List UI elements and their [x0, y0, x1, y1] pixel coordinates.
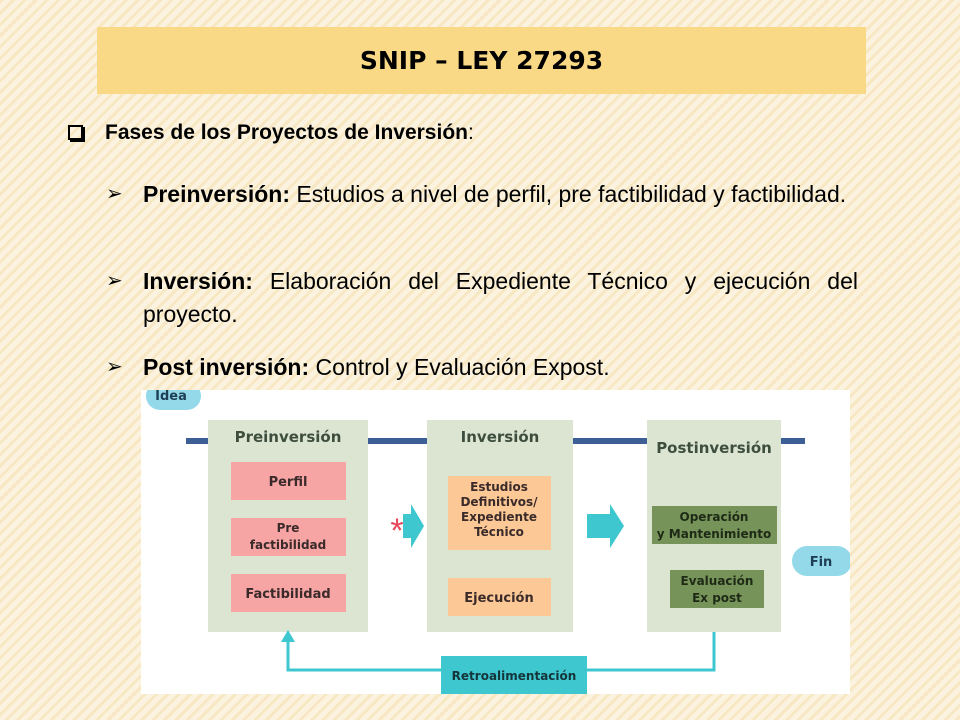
arrow-bullet-icon: ➢: [106, 270, 123, 292]
feedback-line-left: [286, 640, 441, 672]
step-estudios-line4: Técnico: [474, 525, 524, 539]
phase-title-preinversion: Preinversión: [235, 428, 342, 446]
step-factibilidad: [231, 574, 346, 612]
page-title: SNIP – LEY 27293: [359, 46, 604, 75]
step-operacion-line2: y Mantenimiento: [657, 527, 771, 541]
bullet-description: Control y Evaluación Expost.: [309, 354, 610, 380]
step-prefactibilidad-line2: factibilidad: [250, 538, 327, 552]
fin-bubble: [792, 546, 850, 576]
bullet-post-inversion: ➢ Post inversión: Control y Evaluación E…: [106, 351, 858, 384]
bullet-description: Estudios a nivel de perfil, pre factibil…: [290, 181, 847, 207]
phase-title-postinversion: Postinversión: [656, 439, 772, 457]
step-operacion: [652, 506, 777, 544]
project-cycle-diagram: Idea Preinversión Perfil Pre factibilida…: [141, 390, 850, 694]
step-estudios-line1: Estudios: [470, 480, 528, 494]
step-factibilidad-label: Factibilidad: [245, 587, 330, 602]
bullet-text: Inversión: Elaboración del Expediente Té…: [143, 265, 858, 331]
fin-label: Fin: [810, 555, 833, 570]
title-bar: SNIP – LEY 27293: [97, 27, 866, 94]
step-estudios-line2: Definitivos/: [460, 495, 538, 509]
arrow-bullet-icon: ➢: [106, 356, 123, 378]
arrow-bullet-icon: ➢: [106, 183, 123, 205]
feedback-box: [441, 656, 587, 694]
step-evaluacion-line2: Ex post: [692, 591, 742, 605]
arrow-up-icon: [281, 630, 295, 642]
idea-label: Idea: [155, 390, 187, 404]
step-ejecucion: [448, 578, 551, 616]
step-evaluacion: [670, 570, 764, 608]
bullet-text: Preinversión: Estudios a nivel de perfil…: [143, 178, 858, 211]
bullet-preinversion: ➢ Preinversión: Estudios a nivel de perf…: [106, 178, 858, 211]
step-evaluacion-line1: Evaluación: [681, 574, 754, 588]
bullet-inversion: ➢ Inversión: Elaboración del Expediente …: [106, 265, 858, 331]
bullet-term: Inversión:: [143, 268, 253, 294]
step-perfil-label: Perfil: [269, 475, 308, 490]
feedback-label: Retroalimentación: [452, 669, 577, 683]
bullet-description: Elaboración del Expediente Técnico y eje…: [143, 268, 858, 327]
project-cycle-svg: Idea Preinversión Perfil Pre factibilida…: [146, 390, 850, 694]
bullet-term: Preinversión:: [143, 181, 290, 207]
feedback-line-right: [587, 632, 716, 672]
section-heading-label: Fases de los Proyectos de Inversión: [105, 121, 468, 144]
step-operacion-line1: Operación: [680, 510, 749, 524]
arrow-right-icon: [587, 504, 624, 548]
step-prefactibilidad-line1: Pre: [277, 521, 300, 535]
phase-title-inversion: Inversión: [461, 428, 540, 446]
step-estudios-definitivos: [448, 476, 551, 550]
step-ejecucion-label: Ejecución: [464, 591, 533, 606]
bullet-text: Post inversión: Control y Evaluación Exp…: [143, 351, 858, 384]
arrow-right-icon: [403, 504, 424, 548]
bullet-term: Post inversión:: [143, 354, 310, 380]
checkbox-bullet-icon: [68, 125, 83, 140]
section-heading: Fases de los Proyectos de Inversión:: [68, 121, 474, 145]
step-prefactibilidad: [231, 518, 346, 556]
step-estudios-line3: Expediente: [461, 510, 537, 524]
asterisk-marker: *: [390, 512, 403, 550]
step-perfil: [231, 462, 346, 500]
idea-bubble: [146, 390, 201, 410]
section-heading-colon: :: [467, 121, 474, 144]
